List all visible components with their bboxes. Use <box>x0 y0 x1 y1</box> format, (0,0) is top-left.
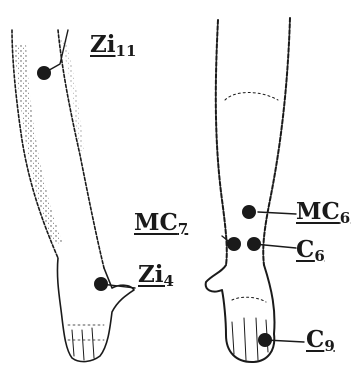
point-c9-marker <box>258 333 272 347</box>
point-mc6-marker <box>242 205 256 219</box>
label-zi11: Zi11 <box>90 33 136 56</box>
point-c6-marker <box>247 237 261 251</box>
point-zi11-marker <box>37 66 51 80</box>
point-mc7-marker <box>227 237 241 251</box>
label-zi4: Zi4 <box>138 263 174 286</box>
label-mc6: MC6 <box>296 200 350 223</box>
right-arm <box>206 18 304 362</box>
label-c6: C6 <box>296 238 325 261</box>
label-mc7: MC7 <box>134 211 188 234</box>
label-c9: C9 <box>306 328 335 351</box>
left-arm <box>12 30 135 362</box>
point-zi4-marker <box>94 277 108 291</box>
